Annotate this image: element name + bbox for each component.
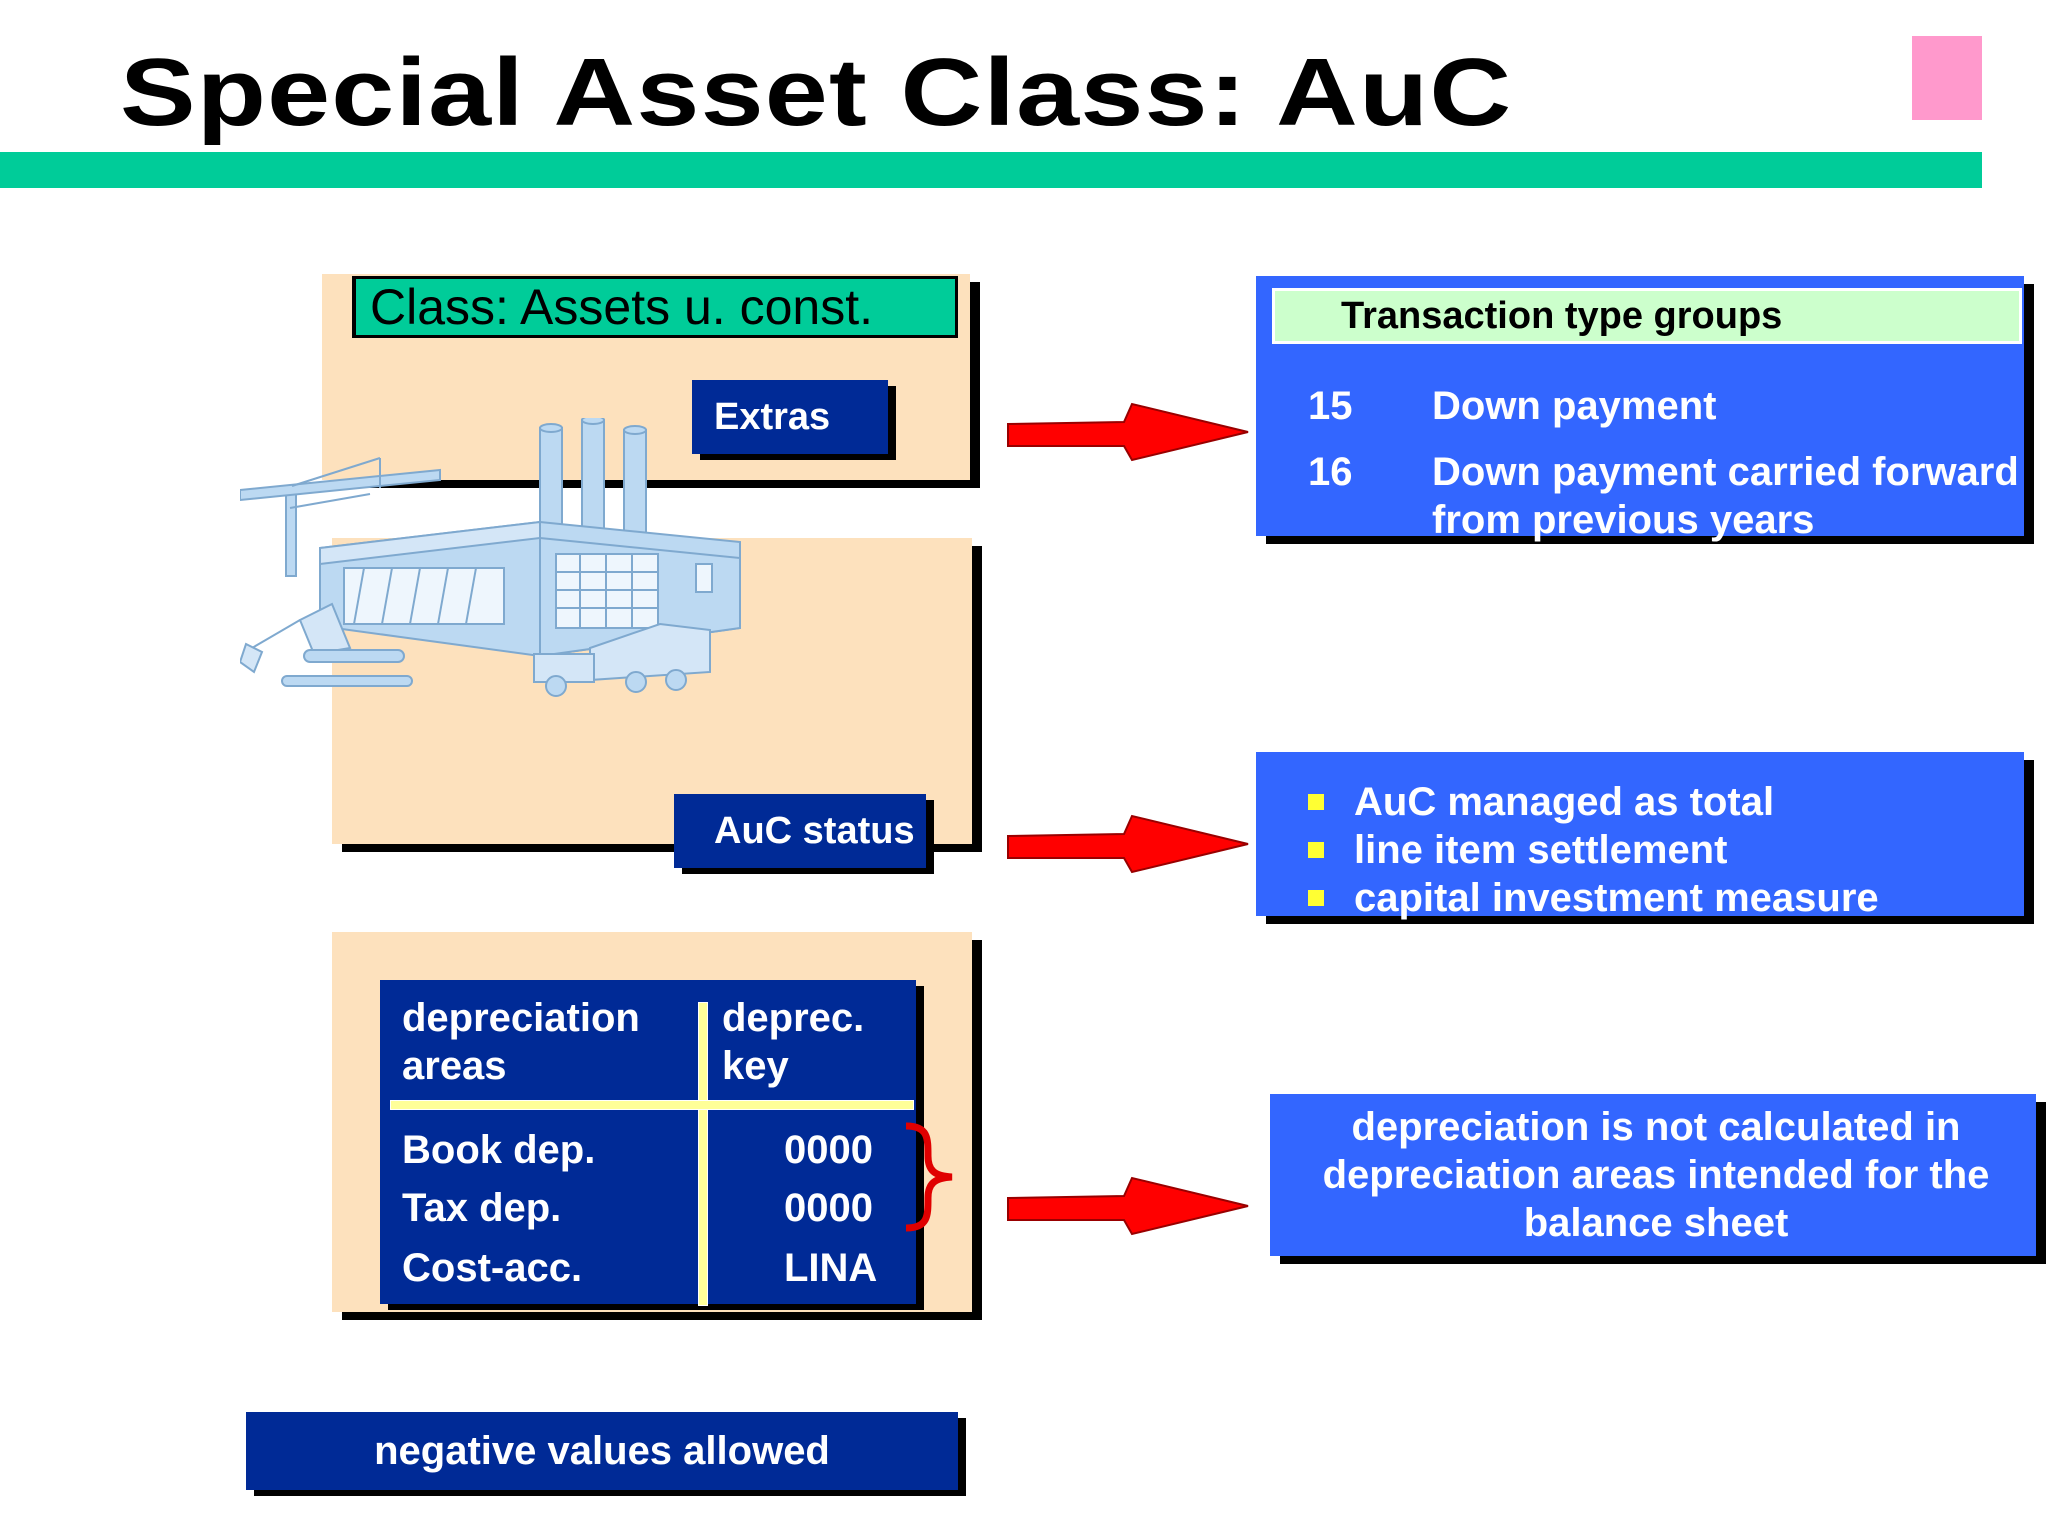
bullet-text: capital investment measure [1354,875,1879,920]
bullet-item: AuC managed as total [1308,778,1879,826]
arrow-right-icon [1007,814,1249,874]
row-key-book: 0000 [784,1128,873,1172]
header-deprec-key-line1: deprec. [722,996,865,1040]
transaction-text-16-line2: from previous years [1432,498,1815,542]
bullet-text: line item settlement [1354,827,1728,872]
auc-status-details-panel [1256,752,2024,916]
header-depreciation-areas-line2: areas [402,1044,507,1088]
pink-corner-square [1912,36,1982,120]
construction-site-icon [240,418,741,697]
table-vertical-divider [698,1002,708,1306]
transaction-type-header: Transaction type groups [1272,288,2022,344]
negative-values-label: negative values allowed [246,1412,958,1490]
negative-values-text: negative values allowed [374,1428,830,1473]
row-key-cost: LINA [784,1246,878,1290]
bullet-item: capital investment measure [1308,874,1879,922]
bullet-square-icon [1308,842,1324,858]
row-area-book: Book dep. [402,1128,596,1172]
transaction-text-15: Down payment [1432,384,1717,428]
bullet-item: line item settlement [1308,826,1879,874]
auc-status-bullet-list: AuC managed as total line item settlemen… [1308,778,1879,922]
auc-status-button-label: AuC status [714,809,915,852]
arrow-right-icon [1007,1176,1249,1236]
red-brace-icon [905,1122,953,1232]
auc-status-button[interactable]: AuC status [674,794,926,868]
extras-button[interactable]: Extras [692,380,888,454]
note-line-1: depreciation is not calculated in [1351,1105,1961,1149]
transaction-code-16: 16 [1308,450,1353,494]
header-depreciation-areas-line1: depreciation [402,996,640,1040]
depreciation-note-panel [1270,1094,2036,1256]
row-area-tax: Tax dep. [402,1186,562,1230]
title-underline-bar [0,152,1982,188]
transaction-text-16: Down payment carried forward [1432,450,2019,494]
extras-button-label: Extras [714,395,831,438]
note-line-2: depreciation areas intended for the [1322,1153,1990,1197]
table-horizontal-divider [390,1100,914,1110]
arrow-right-icon [1007,402,1249,462]
asset-class-label: Class: Assets u. const. [352,276,958,338]
row-area-cost: Cost-acc. [402,1246,583,1290]
page-title: Special Asset Class: AuC [120,39,1513,146]
depreciation-table [380,980,916,1304]
transaction-code-15: 15 [1308,384,1353,428]
note-line-3: balance sheet [1523,1201,1789,1245]
header-deprec-key-line2: key [722,1044,789,1088]
bullet-square-icon [1308,890,1324,906]
bullet-square-icon [1308,794,1324,810]
depreciation-note-text: depreciation is not calculated in deprec… [1270,1094,2042,1256]
bullet-text: AuC managed as total [1354,779,1775,824]
row-key-tax: 0000 [784,1186,873,1230]
